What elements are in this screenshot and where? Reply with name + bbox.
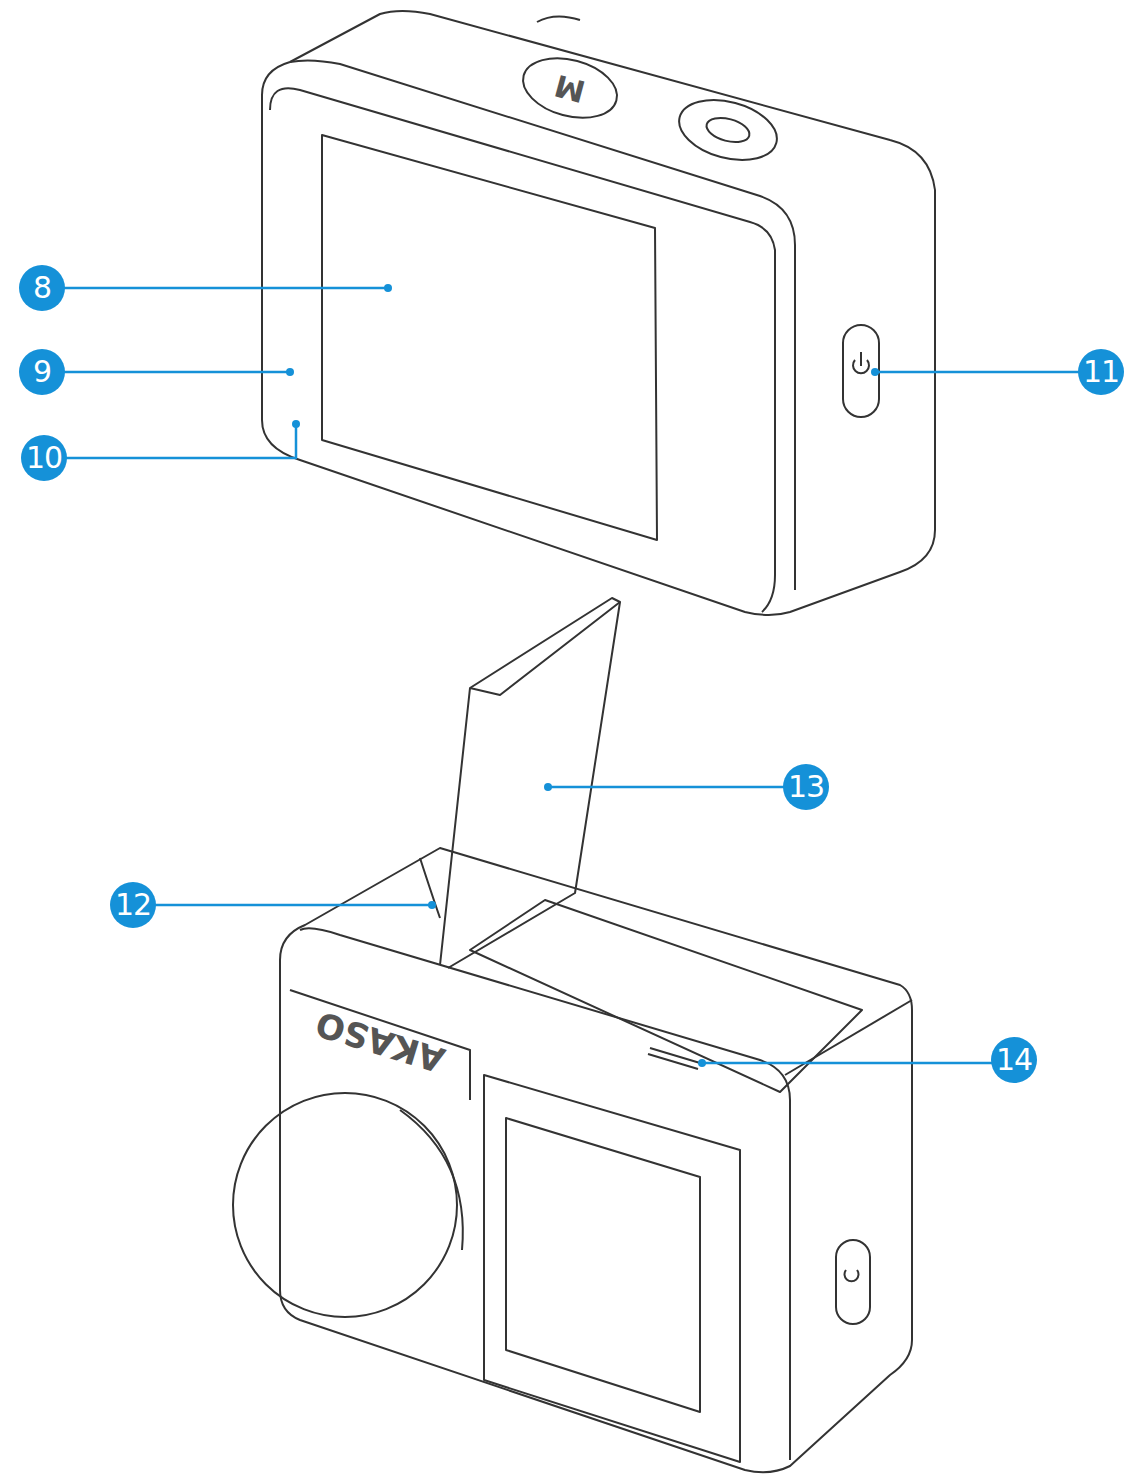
camera-back-body: [262, 11, 935, 615]
callout-number: 9: [19, 349, 65, 395]
camera-edge: [290, 60, 795, 590]
leader-dot: [871, 368, 879, 376]
callout-number: 10: [21, 435, 67, 481]
usb-port: [648, 1048, 700, 1069]
camera-bevel: [270, 88, 775, 612]
callout-number: 14: [991, 1037, 1037, 1083]
leader-line: [548, 786, 784, 789]
rear-screen: [322, 135, 657, 540]
leader-line: [155, 904, 432, 907]
power-button: [843, 325, 879, 417]
lens-top: [537, 16, 580, 22]
camera-front-body: [280, 848, 912, 1472]
logo-panel: [290, 990, 470, 1100]
lens-housing: [233, 1093, 457, 1317]
callout-number: 8: [19, 265, 65, 311]
port-slot: [420, 858, 440, 918]
battery-door: [440, 598, 620, 968]
callout-number: 11: [1078, 349, 1124, 395]
leader-dot: [544, 783, 552, 791]
callout-number: 12: [110, 882, 156, 928]
leader-line: [875, 371, 1079, 374]
shutter-ring: [704, 114, 752, 147]
leader-line: [64, 371, 290, 374]
leader-dot: [428, 901, 436, 909]
leader-dot: [286, 368, 294, 376]
power-icon: [845, 1270, 859, 1281]
power-button: [836, 1240, 870, 1324]
button-letter: M: [551, 67, 589, 109]
camera-edge: [300, 928, 790, 1460]
power-icon: [853, 352, 869, 373]
leader-dot: [698, 1059, 706, 1067]
leader-line: [66, 424, 296, 458]
front-screen: [506, 1118, 700, 1412]
leader-line: [702, 1062, 992, 1065]
leader-dots: [286, 284, 879, 1067]
front-screen-frame: [484, 1075, 740, 1462]
leader-dot: [292, 420, 300, 428]
shutter-button: [672, 90, 783, 170]
leader-dot: [384, 284, 392, 292]
leader-line: [64, 287, 388, 290]
battery-door-edge: [470, 602, 620, 695]
leader-lines: [64, 288, 1079, 1063]
lens-rim: [400, 1110, 463, 1250]
callout-number: 13: [783, 764, 829, 810]
mode-button: [516, 49, 623, 128]
brand-logo: AKASO: [311, 1004, 449, 1081]
